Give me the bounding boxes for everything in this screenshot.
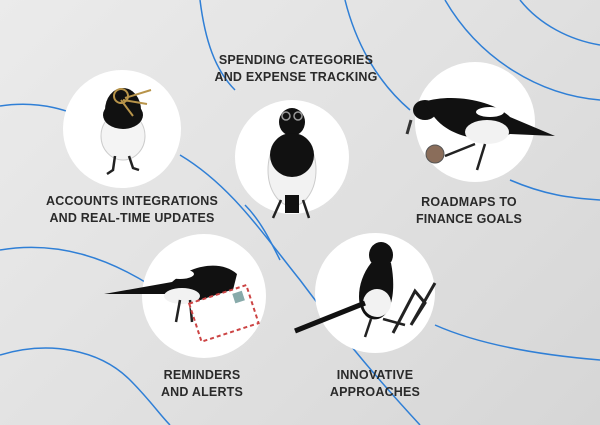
magpie-with-glasses-icon bbox=[267, 108, 317, 219]
feature-image-roadmaps bbox=[405, 62, 555, 182]
feature-image-innovative bbox=[294, 233, 437, 353]
feature-image-spending bbox=[235, 100, 349, 219]
magpie-with-keys-icon bbox=[100, 88, 152, 176]
label-line: FINANCE GOALS bbox=[415, 212, 523, 226]
label-line: AND ALERTS bbox=[160, 385, 244, 399]
magpie-with-envelope-icon bbox=[104, 265, 260, 343]
feature-label-innovative: INNOVATIVE APPROACHES bbox=[330, 367, 420, 401]
label-line: AND EXPENSE TRACKING bbox=[214, 70, 378, 84]
label-line: SPENDING CATEGORIES bbox=[218, 53, 374, 67]
feature-label-accounts: ACCOUNTS INTEGRATIONS AND REAL-TIME UPDA… bbox=[46, 193, 218, 227]
feature-label-spending: SPENDING CATEGORIES AND EXPENSE TRACKING bbox=[214, 52, 377, 86]
magpie-with-tool-icon bbox=[294, 242, 437, 338]
label-line: APPROACHES bbox=[329, 385, 421, 399]
label-line: INNOVATIVE bbox=[336, 368, 414, 382]
label-line: REMINDERS bbox=[163, 368, 241, 382]
feature-label-roadmaps: ROADMAPS TO FINANCE GOALS bbox=[416, 194, 522, 228]
label-line: ROADMAPS TO bbox=[421, 195, 517, 209]
magpie-with-coin-icon bbox=[405, 97, 555, 171]
label-line: ACCOUNTS INTEGRATIONS bbox=[45, 194, 219, 208]
feature-image-reminders bbox=[104, 234, 266, 358]
label-line: AND REAL-TIME UPDATES bbox=[49, 211, 215, 225]
feature-image-accounts bbox=[63, 70, 181, 188]
feature-label-reminders: REMINDERS AND ALERTS bbox=[161, 367, 243, 401]
